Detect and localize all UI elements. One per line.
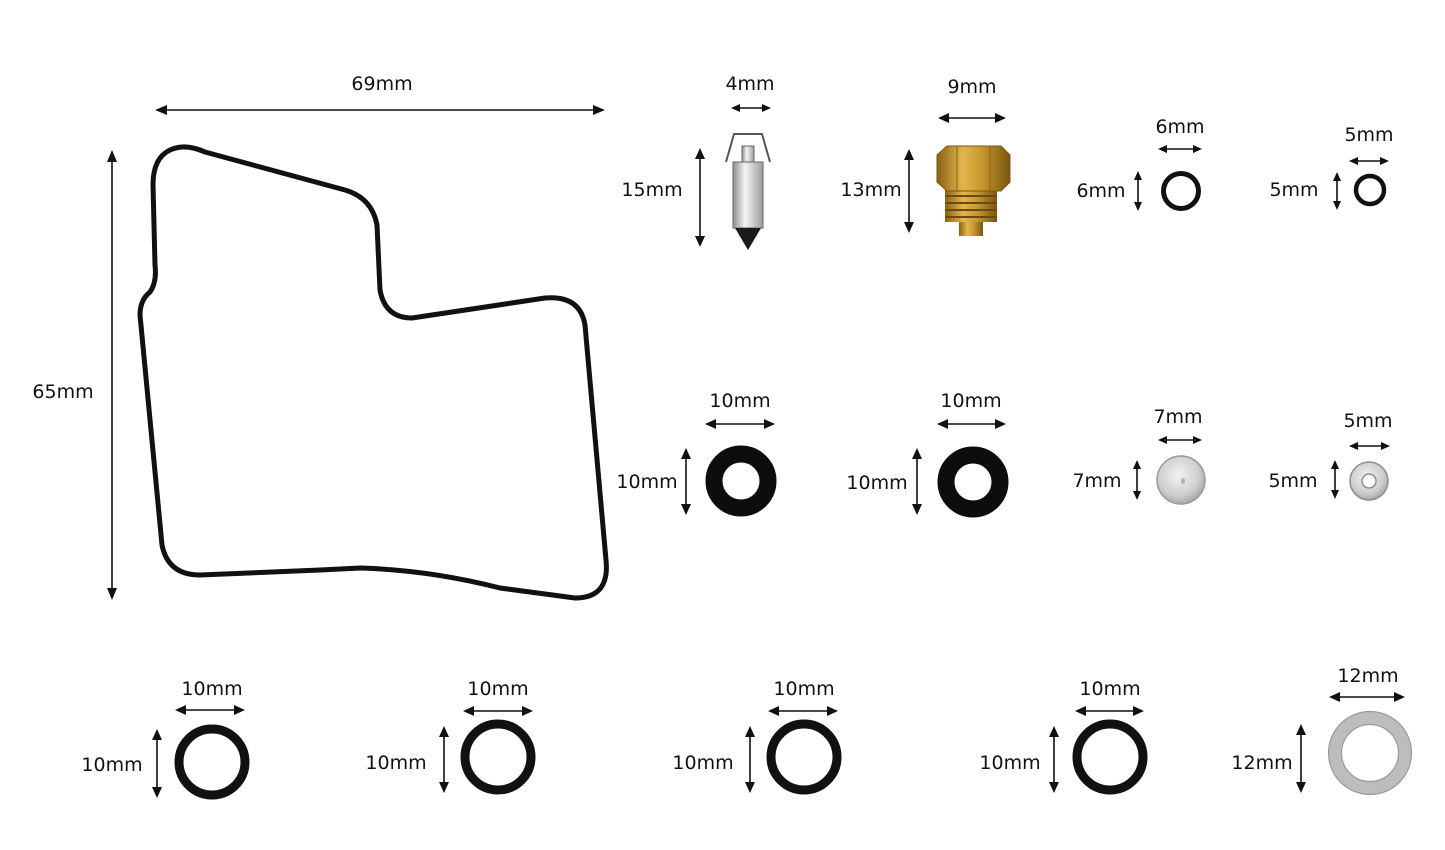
gasket-width-label: 69mm xyxy=(351,73,412,95)
needle-width-label: 4mm xyxy=(725,73,774,95)
plug-7mm-part xyxy=(1156,455,1206,505)
oring-10mm-f-part xyxy=(1072,719,1148,795)
oring-10mm-a-height-label: 10mm xyxy=(616,471,677,493)
oring-10mm-c-part xyxy=(174,724,250,800)
oring-5mm-width-label: 5mm xyxy=(1344,124,1393,146)
oring-10mm-f-width-label: 10mm xyxy=(1079,678,1140,700)
plug-7mm-height-label: 7mm xyxy=(1072,470,1121,492)
needle-height-dimension xyxy=(695,148,705,247)
oring-6mm-height-label: 6mm xyxy=(1076,180,1125,202)
gasket-outline xyxy=(137,144,609,601)
oring-10mm-a-width-label: 10mm xyxy=(709,390,770,412)
jet-width-label: 9mm xyxy=(947,76,996,98)
oring-6mm-part xyxy=(1161,171,1201,211)
oring-5mm-height-label: 5mm xyxy=(1269,179,1318,201)
oring-10mm-a-height-dimension xyxy=(681,448,691,515)
jet-height-dimension xyxy=(904,149,914,233)
oring-10mm-d-height-label: 10mm xyxy=(365,752,426,774)
washer-12mm-part xyxy=(1327,710,1413,796)
oring-10mm-b-height-dimension xyxy=(912,448,922,515)
oring-10mm-f-height-label: 10mm xyxy=(979,752,1040,774)
oring-10mm-a-width-dimension xyxy=(705,419,775,429)
gasket-width-dimension xyxy=(155,105,605,115)
oring-5mm-height-dimension xyxy=(1333,172,1341,210)
plug-7mm-width-dimension xyxy=(1158,436,1202,444)
oring-10mm-b-height-label: 10mm xyxy=(846,472,907,494)
oring-10mm-a-part xyxy=(705,445,777,517)
washer-5mm-width-dimension xyxy=(1349,442,1390,450)
needle-height-label: 15mm xyxy=(621,179,682,201)
gasket-height-label: 65mm xyxy=(32,381,93,403)
washer-12mm-width-dimension xyxy=(1329,692,1405,702)
oring-6mm-width-dimension xyxy=(1158,145,1202,153)
needle-width-dimension xyxy=(731,104,771,112)
gasket-height-dimension xyxy=(107,150,117,600)
oring-10mm-c-height-label: 10mm xyxy=(81,754,142,776)
oring-6mm-width-label: 6mm xyxy=(1155,116,1204,138)
plug-7mm-height-dimension xyxy=(1133,460,1141,500)
oring-10mm-f-width-dimension xyxy=(1075,706,1144,716)
oring-10mm-e-part xyxy=(766,719,842,795)
washer-5mm-part xyxy=(1349,461,1389,501)
washer-5mm-width-label: 5mm xyxy=(1343,410,1392,432)
oring-6mm-height-dimension xyxy=(1134,171,1142,211)
jet-height-label: 13mm xyxy=(840,179,901,201)
oring-10mm-b-width-label: 10mm xyxy=(940,390,1001,412)
jet-width-dimension xyxy=(938,113,1006,123)
oring-10mm-c-width-dimension xyxy=(175,705,245,715)
oring-10mm-e-height-dimension xyxy=(745,726,755,793)
washer-12mm-height-dimension xyxy=(1296,724,1306,793)
oring-10mm-c-width-label: 10mm xyxy=(181,678,242,700)
oring-5mm-width-dimension xyxy=(1349,157,1389,165)
oring-10mm-e-width-dimension xyxy=(768,706,838,716)
oring-10mm-d-height-dimension xyxy=(439,726,449,793)
float-needle-part xyxy=(725,133,771,250)
washer-5mm-height-label: 5mm xyxy=(1268,470,1317,492)
washer-5mm-height-dimension xyxy=(1331,460,1339,499)
oring-10mm-d-part xyxy=(460,719,536,795)
oring-10mm-e-height-label: 10mm xyxy=(672,752,733,774)
oring-5mm-part xyxy=(1353,173,1387,207)
oring-10mm-e-width-label: 10mm xyxy=(773,678,834,700)
washer-12mm-height-label: 12mm xyxy=(1231,752,1292,774)
oring-10mm-d-width-label: 10mm xyxy=(467,678,528,700)
oring-10mm-b-width-dimension xyxy=(937,419,1006,429)
oring-10mm-b-part xyxy=(937,446,1009,518)
gasket-part xyxy=(137,144,609,601)
oring-10mm-c-height-dimension xyxy=(152,729,162,798)
oring-10mm-d-width-dimension xyxy=(463,706,533,716)
washer-12mm-width-label: 12mm xyxy=(1337,665,1398,687)
oring-10mm-f-height-dimension xyxy=(1049,726,1059,793)
plug-7mm-width-label: 7mm xyxy=(1153,406,1202,428)
main-jet-part xyxy=(936,145,1011,236)
